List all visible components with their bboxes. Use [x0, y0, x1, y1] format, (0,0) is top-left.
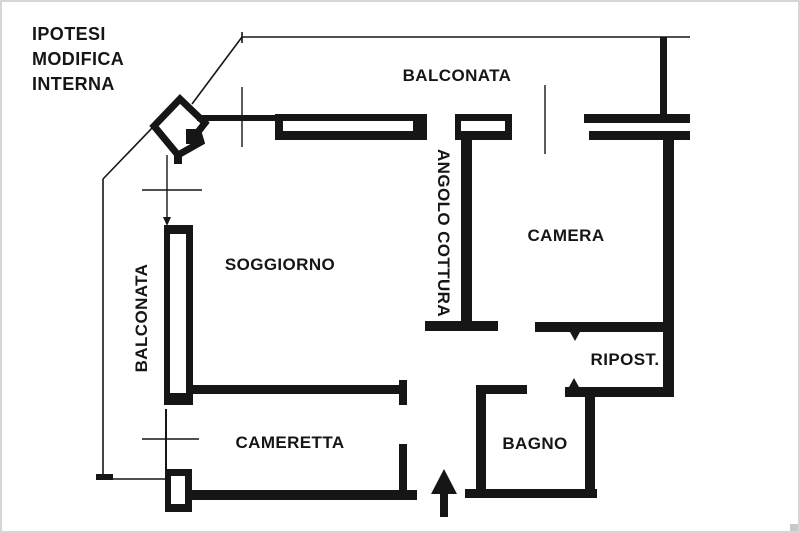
- pillar-step: [186, 129, 199, 144]
- wall-bagno-left: [476, 385, 486, 497]
- room-label-balconata-left: BALCONATA: [132, 263, 151, 373]
- leader-arrowhead: [163, 217, 171, 226]
- centerline-marks: [142, 85, 546, 440]
- wall-west-inner: [186, 225, 193, 393]
- balcony-line-foot: [96, 474, 113, 480]
- entrance-arrow-icon: [431, 469, 457, 517]
- door-swing-mark: [570, 332, 580, 341]
- wall-cameretta-right: [399, 444, 407, 497]
- window-glass: [430, 118, 452, 128]
- camera-window-inner-bar: [589, 131, 690, 140]
- balcony-outline: [102, 32, 690, 480]
- wall-angolo-cottura-bottom: [425, 321, 498, 331]
- room-label-camera: CAMERA: [527, 226, 605, 245]
- note-line-2: MODIFICA: [32, 49, 125, 69]
- wall-west-cap-top: [164, 225, 193, 234]
- room-label-balconata-top: BALCONATA: [402, 66, 512, 85]
- plan-note: IPOTESI MODIFICA INTERNA: [32, 22, 124, 97]
- door-jamb: [399, 380, 407, 405]
- scan-corner-artifact: [790, 524, 798, 531]
- wall-east: [663, 138, 674, 397]
- wall-bottom-left: [192, 490, 417, 500]
- wall-west-outer: [164, 225, 170, 399]
- room-label-angolo-cottura: ANGOLO COTTURA: [434, 148, 453, 318]
- plan-linework: [96, 32, 690, 517]
- wall-bottom-right: [465, 489, 597, 498]
- camera-window-outer-bar: [584, 114, 690, 123]
- room-label-ripostiglio: RIPOST.: [590, 350, 660, 369]
- door-swing-mark: [569, 378, 579, 387]
- wall-angolo-cottura-right: [461, 136, 472, 327]
- window-glass: [171, 476, 185, 504]
- wall-camera-ripost: [535, 322, 664, 332]
- note-line-1: IPOTESI: [32, 24, 106, 44]
- window-glass: [461, 121, 505, 131]
- room-label-bagno: BAGNO: [502, 434, 568, 453]
- balcony-divider-wall: [660, 37, 667, 116]
- corner-pillar: [149, 94, 210, 160]
- room-label-soggiorno: SOGGIORNO: [224, 255, 336, 274]
- wall-thin-top: [197, 115, 276, 121]
- room-label-cameretta: CAMERETTA: [235, 433, 345, 452]
- window-glass: [283, 121, 413, 131]
- pillar-stub-bottom: [174, 152, 182, 164]
- wall-southeast: [565, 387, 674, 397]
- wall-bagno-right: [585, 395, 595, 494]
- wall-west-cap-mid: [164, 393, 193, 405]
- wall-bagno-top: [476, 385, 527, 394]
- note-line-3: INTERNA: [32, 74, 115, 94]
- wall-cameretta-top: [187, 385, 400, 394]
